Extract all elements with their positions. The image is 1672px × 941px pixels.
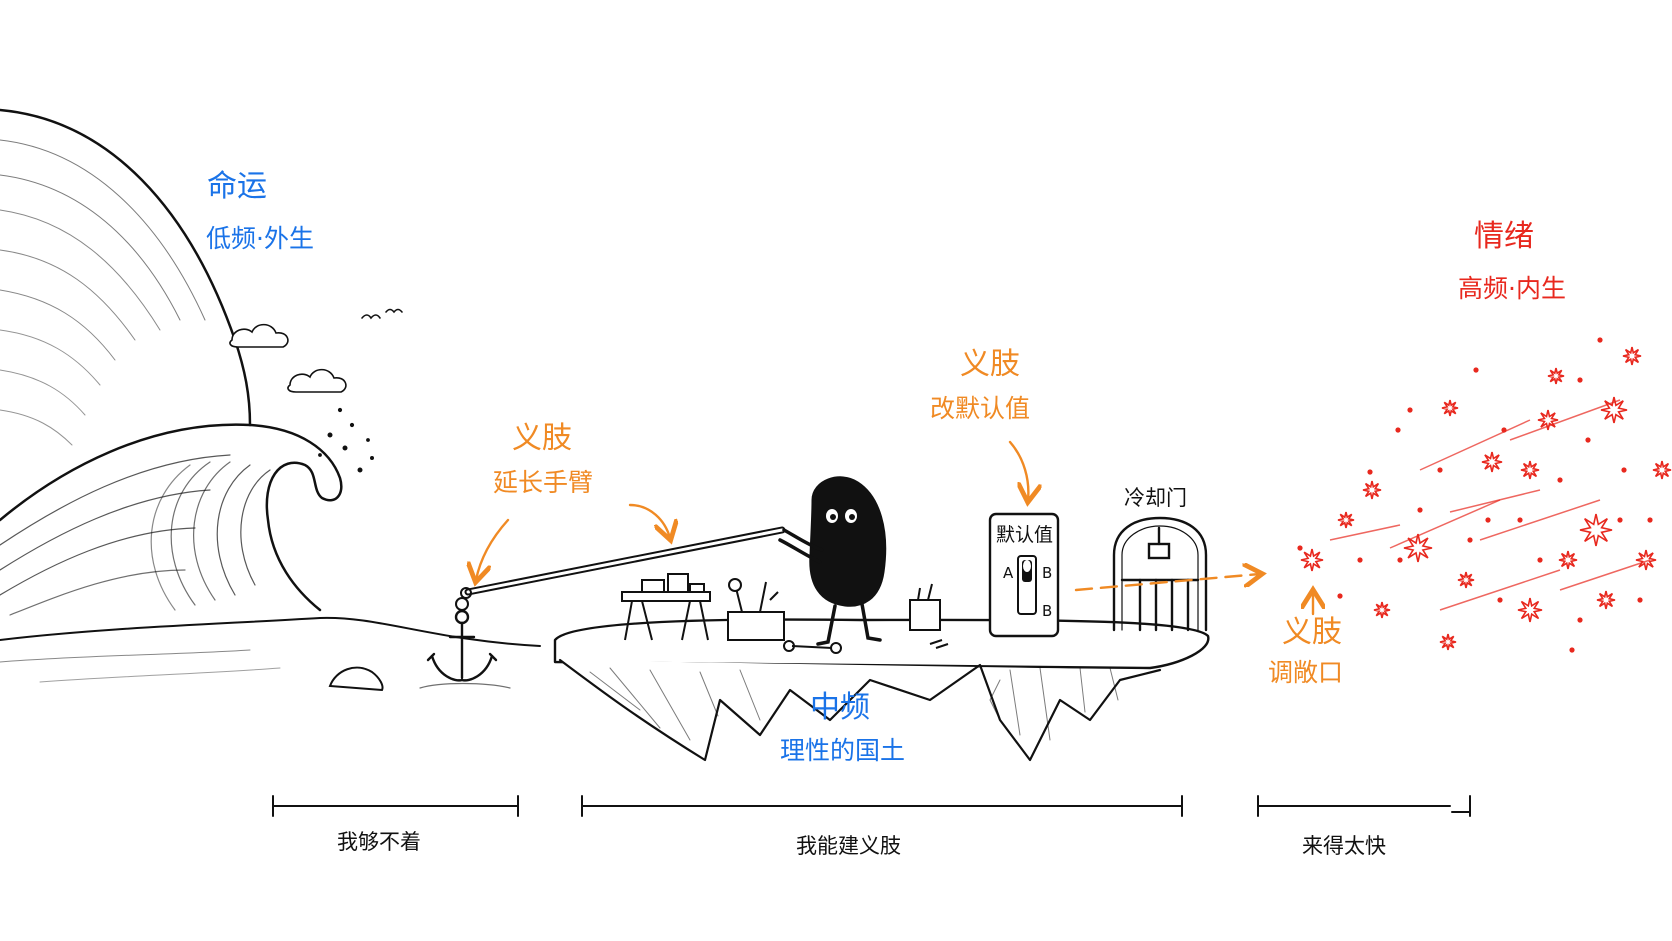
spark-streak: [1439, 569, 1561, 611]
scale-label-left: 我够不着: [337, 830, 421, 854]
spark-dot: [1557, 477, 1563, 483]
cloud-icon: [229, 323, 347, 393]
spark-dot: [1597, 337, 1603, 343]
spark-star: [1517, 597, 1543, 623]
workbench-icon: [621, 573, 711, 641]
spark-streak: [1509, 399, 1621, 441]
spark-streak: [1559, 559, 1651, 591]
spark-star: [1596, 590, 1616, 610]
spark-streak: [1329, 524, 1401, 541]
spark-dot: [1537, 557, 1543, 563]
spark-star: [1520, 460, 1540, 480]
limb-vent-subtitle: 调敞口: [1268, 658, 1344, 687]
spark-dot: [1569, 647, 1575, 653]
spark-star: [1600, 396, 1628, 424]
switch-option-b: B: [1042, 564, 1053, 582]
switch-panel: [988, 512, 1060, 638]
switch-option-b-low: B: [1042, 602, 1053, 620]
spark-dot: [1467, 537, 1473, 543]
spark-dot: [1585, 437, 1591, 443]
limb-default-title: 义肢: [960, 347, 1020, 382]
birds-icon: [361, 308, 403, 320]
spark-dot: [1497, 597, 1503, 603]
spark-dot: [1621, 467, 1627, 473]
spark-star: [1622, 346, 1642, 366]
scale-label-middle: 我能建义肢: [796, 834, 901, 858]
spark-star: [1457, 571, 1475, 589]
spark-dot: [1417, 507, 1423, 513]
cooldown-gate-label: 冷却门: [1124, 486, 1187, 510]
spark-dot: [1367, 469, 1373, 475]
scale-bars: [272, 795, 1471, 817]
limb-default-subtitle: 改默认值: [930, 394, 1031, 423]
cooldown-gate-illustration: [1112, 516, 1208, 632]
spark-star: [1300, 548, 1324, 572]
spark-dot: [1577, 617, 1583, 623]
spark-star: [1652, 460, 1672, 480]
spark-dot: [1637, 597, 1643, 603]
spark-streak: [1449, 489, 1541, 513]
spark-star: [1403, 533, 1433, 563]
spark-dot: [1397, 557, 1403, 563]
spark-star: [1441, 399, 1459, 417]
fate-title: 命运: [207, 169, 267, 204]
switch-panel-title: 默认值: [996, 524, 1054, 546]
mid-frequency-subtitle: 理性的国土: [780, 736, 906, 765]
limb-vent-title: 义肢: [1282, 615, 1342, 650]
spark-dot: [1297, 545, 1303, 551]
spark-star: [1558, 550, 1578, 570]
spark-dot: [1501, 427, 1507, 433]
switch-option-a: A: [1003, 564, 1014, 582]
spark-streak: [1479, 499, 1601, 541]
spark-star: [1635, 549, 1657, 571]
toolbox-icon: [727, 578, 785, 641]
tool-cup-icon: [909, 583, 941, 631]
spark-dot: [1407, 407, 1413, 413]
anchor-icon: [419, 609, 511, 689]
spark-dot: [1617, 517, 1623, 523]
spark-star: [1547, 367, 1565, 385]
spark-dot: [1337, 593, 1343, 599]
spark-star: [1337, 511, 1355, 529]
mid-frequency-title: 中频: [810, 690, 870, 725]
limb-extend-subtitle: 延长手臂: [493, 468, 594, 497]
limb-arrows: [476, 440, 1313, 616]
spark-star: [1373, 601, 1391, 619]
spark-streak: [1389, 499, 1501, 549]
spark-streak: [1419, 419, 1531, 471]
wave-illustration: [0, 108, 541, 692]
spark-star: [1579, 513, 1613, 547]
emotion-title: 情绪: [1474, 219, 1534, 254]
emotion-subtitle: 高频·内生: [1458, 274, 1566, 303]
spark-star: [1439, 633, 1457, 651]
character-illustration: [778, 476, 887, 646]
spark-star: [1362, 480, 1382, 500]
fate-subtitle: 低频·外生: [206, 224, 314, 253]
scale-label-right: 来得太快: [1302, 834, 1386, 858]
spark-dot: [1577, 377, 1583, 383]
spark-dot: [1473, 367, 1479, 373]
emotion-sparks: [1297, 337, 1672, 653]
spark-dot: [1395, 427, 1401, 433]
spark-dot: [1437, 467, 1443, 473]
spark-star: [1537, 409, 1559, 431]
spark-dot: [1357, 557, 1363, 563]
spark-dot: [1647, 517, 1653, 523]
spark-star: [1481, 451, 1503, 473]
spark-dot: [1485, 517, 1491, 523]
limb-extend-title: 义肢: [512, 421, 572, 456]
extended-arm-rod: [455, 526, 786, 611]
wrench-icon: [783, 639, 949, 654]
spark-dot: [1517, 517, 1523, 523]
